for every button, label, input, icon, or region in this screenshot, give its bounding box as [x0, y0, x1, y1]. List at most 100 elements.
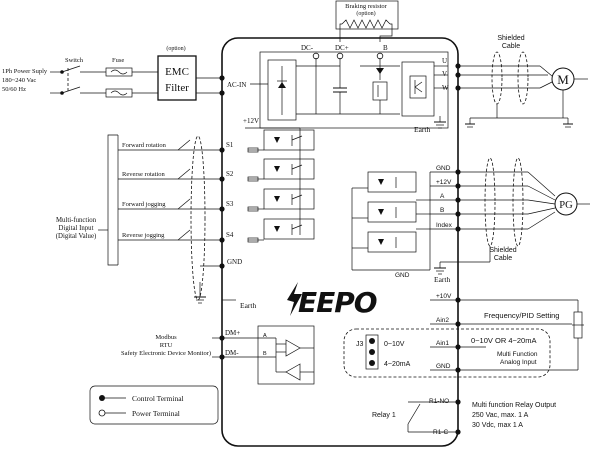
j3-opt1: 0~10V	[384, 341, 405, 348]
enc-index-label: Index	[436, 222, 453, 229]
mfi-label-1: Multi-function	[56, 217, 97, 224]
analog-gnd-label: GND	[436, 363, 451, 370]
dm-plus-label: DM+	[225, 329, 240, 337]
br-wire-left	[339, 23, 342, 42]
emc-label-2: Filter	[165, 82, 189, 94]
supply-label-3: 50/60 Hz	[2, 86, 26, 93]
transceiver-receiver-icon	[285, 363, 301, 381]
modbus-label-2: RTU	[160, 342, 173, 349]
motor-shield-2	[517, 51, 529, 105]
logo-bolt-icon	[287, 282, 302, 316]
modbus-label-3: Safety Electronic Device Monitor)	[121, 350, 211, 357]
enc-shield-label-2: Cable	[494, 255, 512, 262]
ain2-label: Ain2	[436, 317, 449, 324]
j3-opt2: 4~20mA	[384, 361, 411, 368]
analog-range-label: 0~10V OR 4~20mA	[471, 336, 536, 345]
j3-label: J3	[356, 341, 364, 348]
emc-option-label: (option)	[166, 45, 185, 52]
input-gnd-label: GND	[227, 258, 242, 266]
dm-minus-label: DM-	[225, 349, 239, 357]
function-reverse-rotation: Reverse rotation	[122, 171, 166, 178]
resistor-zigzag	[341, 19, 391, 29]
input-bracket	[107, 134, 118, 266]
function-reverse-jogging: Reverse jogging	[122, 232, 165, 239]
input-optocouplers	[263, 129, 315, 240]
fuse-label: Fuse	[112, 57, 124, 64]
encoder-shield-1	[484, 157, 496, 247]
s3-terminal	[219, 206, 225, 212]
u-label: U	[442, 57, 447, 65]
relay-name: Relay 1	[372, 412, 396, 419]
j3-jumper	[365, 334, 379, 370]
enc-b-label: B	[440, 207, 444, 214]
rectifier-box	[267, 59, 297, 121]
ac-in-label: AC-IN	[227, 81, 246, 89]
relay-desc-1: Multi function Relay Output	[472, 402, 556, 409]
relay-desc-3: 30 Vdc, max 1 A	[472, 422, 523, 429]
control-terminal-icon	[99, 395, 105, 401]
mf-label-1: Multi Function	[497, 351, 538, 358]
relay-no-label: R1-NO	[429, 398, 449, 405]
eepo-logo: EEPO	[287, 282, 378, 319]
modbus-a-label: A	[263, 333, 267, 339]
digital-input-s1: Forward rotation S1	[118, 139, 234, 153]
supply-label-1: 1Ph Power Suply	[2, 68, 48, 75]
transceiver-driver-icon	[285, 339, 301, 357]
plus10v-label: +10V	[436, 293, 452, 300]
s3-label: S3	[226, 200, 234, 208]
analog-input-group	[343, 328, 551, 378]
modbus-transceiver-box	[257, 325, 315, 385]
input-shield	[190, 135, 206, 301]
s4-terminal	[219, 237, 225, 243]
digital-input-s2: Reverse rotation S2	[118, 168, 234, 182]
legend-power: Power Terminal	[132, 409, 180, 418]
legend-box	[89, 385, 219, 425]
enc-bottom-gnd: GND	[395, 272, 410, 279]
s2-label: S2	[226, 170, 234, 178]
braking-resistor-option: (option)	[356, 10, 375, 17]
motor-shield-1	[491, 51, 503, 105]
enc-a-label: A	[440, 193, 445, 200]
switch-label: Switch	[65, 57, 84, 64]
supply-label-2: 180~240 Vac	[2, 77, 36, 84]
relay-desc-2: 250 Vac, max. 1 A	[472, 412, 529, 419]
enc-12v-label: +12V	[436, 179, 452, 186]
mfi-label-3: (Digital Value)	[56, 233, 96, 240]
freq-setting-label: Frequency/PID Setting	[484, 311, 559, 320]
input-gnd-terminal	[219, 263, 225, 269]
enc-earth-label: Earth	[434, 275, 450, 284]
w-label: W	[442, 84, 449, 92]
digital-input-s3: Forward jogging S3	[118, 198, 234, 212]
inverter-box	[401, 61, 435, 117]
legend-control: Control Terminal	[132, 394, 184, 403]
function-forward-jogging: Forward jogging	[122, 201, 166, 208]
s1-label: S1	[226, 141, 234, 149]
function-forward-rotation: Forward rotation	[122, 142, 167, 149]
motor-shield-label-2: Cable	[502, 43, 520, 50]
s2-terminal	[219, 176, 225, 182]
power-stage-box	[259, 51, 449, 129]
plus12v-label: +12V	[243, 117, 259, 125]
digital-input-s4: Reverse jogging S4	[118, 229, 234, 243]
encoder-optocouplers	[367, 171, 417, 253]
modbus-label-1: Modbus	[155, 334, 177, 341]
braking-resistor-box	[335, 0, 399, 30]
braking-diode-icon	[376, 68, 384, 74]
motor-label: M	[557, 72, 569, 87]
emc-label-1: EMC	[165, 66, 189, 78]
encoder-shield-2	[512, 157, 524, 247]
pg-label: PG	[559, 200, 573, 211]
enc-gnd-label: GND	[436, 165, 451, 172]
s1-terminal	[219, 147, 225, 153]
dc-minus-terminal	[312, 52, 320, 60]
mfi-label-2: Digital Input	[59, 225, 94, 232]
enc-shield-label-1: Shielded	[489, 247, 516, 254]
dc-plus-label: DC+	[335, 44, 349, 52]
relay-c-label: R1-C	[433, 429, 448, 436]
s4-label: S4	[226, 231, 234, 239]
mf-label-2: Analog Input	[500, 359, 537, 366]
braking-resistor-label: Braking resistor	[345, 3, 388, 10]
v-label: V	[442, 70, 447, 78]
